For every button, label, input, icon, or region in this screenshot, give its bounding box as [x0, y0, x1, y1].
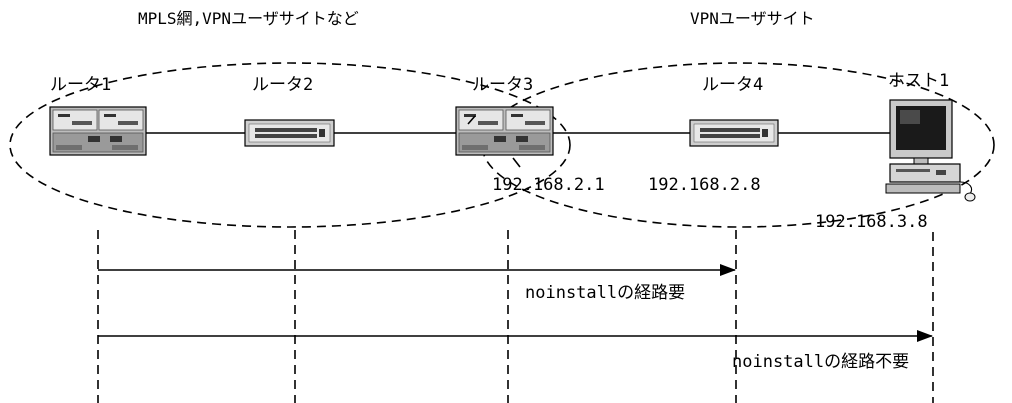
router4-icon: [689, 119, 779, 147]
vpn-region-ellipse: [481, 62, 995, 228]
flow2-label: noinstallの経路不要: [732, 352, 909, 372]
router3-label: ルータ3: [472, 75, 533, 95]
vpn-region-label: VPNユーザサイト: [690, 9, 815, 28]
router3-pointer-ip: [512, 157, 521, 168]
router1-label: ルータ1: [50, 75, 111, 95]
router2-icon: [244, 119, 335, 147]
mpls-region-ellipse: [9, 62, 571, 228]
host1-ip-label: 192.168.3.8: [815, 212, 928, 232]
router4-label: ルータ4: [702, 75, 763, 95]
flow1-label: noinstallの経路要: [525, 283, 685, 303]
mpls-region-label: MPLS網,VPNユーザサイトなど: [138, 9, 359, 28]
router3-pointer-top: [467, 115, 476, 125]
router1-icon: [49, 106, 147, 156]
router4-ip-label: 192.168.2.8: [648, 175, 761, 195]
router3-icon: [455, 106, 554, 156]
host1-icon: [885, 99, 976, 202]
router3-ip-label: 192.168.2.1: [492, 175, 605, 195]
router2-label: ルータ2: [252, 75, 313, 95]
host1-label: ホスト1: [888, 71, 949, 91]
